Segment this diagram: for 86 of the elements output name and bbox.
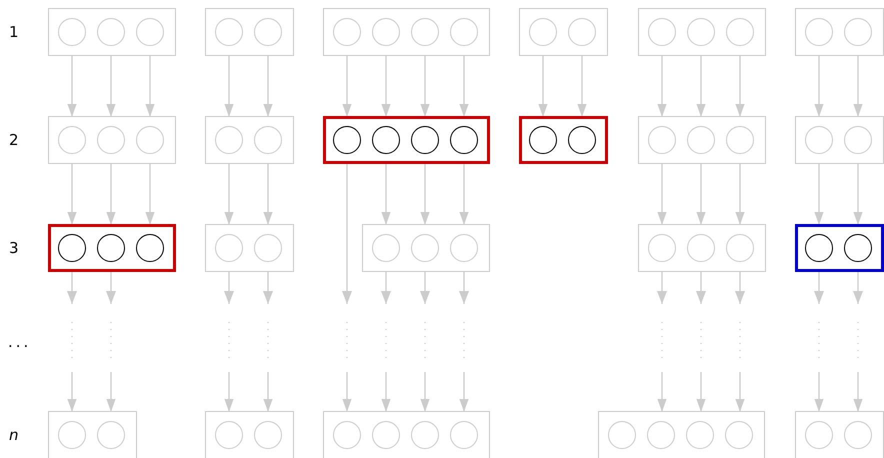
unit-circle — [844, 421, 872, 449]
unit-circle — [97, 421, 125, 449]
unit-circle — [648, 126, 676, 154]
unit-circle — [411, 234, 439, 262]
unit-circle — [215, 421, 243, 449]
layer-box — [205, 411, 294, 458]
row-label: 1 — [9, 23, 19, 41]
unit-circle — [529, 126, 557, 154]
unit-circle — [215, 126, 243, 154]
highlighted-layer-box — [519, 116, 608, 164]
unit-circle — [58, 126, 86, 154]
unit-circle — [687, 126, 715, 154]
unit-circle — [608, 421, 636, 449]
unit-circle — [726, 234, 754, 262]
unit-circle — [333, 126, 361, 154]
unit-circle — [372, 126, 400, 154]
layer-box — [323, 411, 490, 458]
unit-circle — [58, 234, 86, 262]
unit-circle — [254, 18, 282, 46]
unit-circle — [844, 126, 872, 154]
unit-circle — [450, 234, 478, 262]
unit-circle — [648, 234, 676, 262]
unit-circle — [254, 126, 282, 154]
layer-box — [48, 411, 137, 458]
unit-circle — [844, 18, 872, 46]
layer-box — [48, 8, 176, 56]
highlighted-layer-box — [795, 224, 884, 272]
layer-box — [598, 411, 765, 458]
layer-box — [205, 8, 294, 56]
unit-circle — [450, 18, 478, 46]
layer-box — [795, 116, 884, 164]
row-label: n — [9, 426, 19, 444]
layer-box — [205, 116, 294, 164]
unit-circle — [411, 126, 439, 154]
unit-circle — [725, 421, 753, 449]
unit-circle — [726, 18, 754, 46]
unit-circle — [687, 18, 715, 46]
unit-circle — [372, 421, 400, 449]
unit-circle — [726, 126, 754, 154]
unit-circle — [450, 421, 478, 449]
row-label: 2 — [9, 131, 19, 149]
layer-box — [362, 224, 490, 272]
unit-circle — [686, 421, 714, 449]
unit-circle — [97, 18, 125, 46]
unit-circle — [372, 234, 400, 262]
highlighted-layer-box — [323, 116, 490, 164]
unit-circle — [648, 18, 676, 46]
unit-circle — [805, 421, 833, 449]
unit-circle — [136, 18, 164, 46]
unit-circle — [136, 234, 164, 262]
unit-circle — [450, 126, 478, 154]
layer-box — [795, 411, 884, 458]
unit-circle — [372, 18, 400, 46]
layer-box — [795, 8, 884, 56]
unit-circle — [529, 18, 557, 46]
layer-box — [205, 224, 294, 272]
unit-circle — [97, 234, 125, 262]
layer-box — [323, 8, 490, 56]
unit-circle — [805, 18, 833, 46]
unit-circle — [411, 18, 439, 46]
unit-circle — [844, 234, 872, 262]
unit-circle — [687, 234, 715, 262]
layer-box — [638, 8, 766, 56]
unit-circle — [254, 234, 282, 262]
highlighted-layer-box — [48, 224, 176, 272]
unit-circle — [411, 421, 439, 449]
unit-circle — [568, 126, 596, 154]
unit-circle — [97, 126, 125, 154]
unit-circle — [254, 421, 282, 449]
unit-circle — [58, 18, 86, 46]
unit-circle — [58, 421, 86, 449]
unit-circle — [333, 18, 361, 46]
layer-box — [48, 116, 176, 164]
layer-box — [638, 224, 766, 272]
unit-circle — [568, 18, 596, 46]
unit-circle — [136, 126, 164, 154]
row-label: 3 — [9, 239, 19, 257]
row-label: ... — [8, 333, 32, 351]
unit-circle — [805, 126, 833, 154]
unit-circle — [215, 234, 243, 262]
layer-box — [638, 116, 766, 164]
unit-circle — [333, 421, 361, 449]
layer-box — [519, 8, 608, 56]
unit-circle — [215, 18, 243, 46]
unit-circle — [805, 234, 833, 262]
unit-circle — [647, 421, 675, 449]
